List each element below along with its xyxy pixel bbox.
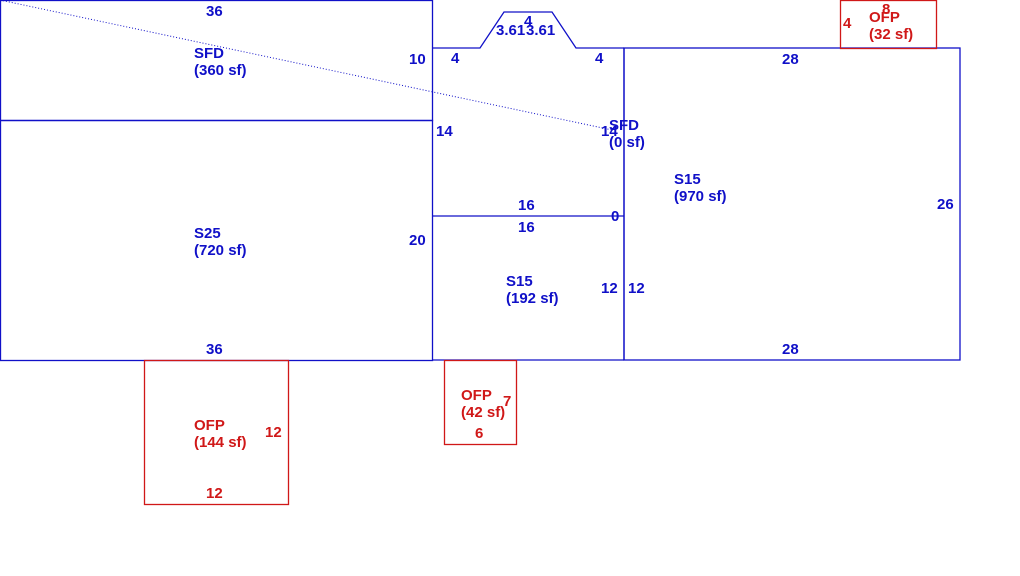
dim-mid-zero: 0 — [611, 208, 619, 225]
s15-right-area-outline — [623, 47, 961, 361]
dim-s25-bottom: 36 — [206, 341, 223, 358]
ofp-bottom-left-area: (144 sf) — [194, 434, 247, 451]
s15-mid-area: (192 sf) — [506, 290, 559, 307]
dim-mid-left-upper: 4 — [451, 50, 460, 67]
dim-bump-top: 4 — [524, 13, 533, 30]
dim-ofp-tr-top: 8 — [882, 1, 890, 18]
sfd-main-area: (360 sf) — [194, 62, 247, 79]
dim-ofp-tr-left: 4 — [843, 15, 852, 32]
dim-ofp-bm-bottom: 6 — [475, 425, 483, 442]
dim-mid-left: 14 — [436, 123, 453, 140]
dim-mid-divider-lower: 16 — [518, 219, 535, 236]
ofp-bottom-mid-code: OFP — [461, 387, 492, 404]
dim-ofp-bm-right: 7 — [503, 393, 511, 410]
s25-area: (720 sf) — [194, 242, 247, 259]
ofp-top-right-outline — [839, 0, 938, 50]
s15-mid-code: S15 — [506, 273, 533, 290]
s15-right-code: S15 — [674, 171, 701, 188]
dim-sfd-right: 10 — [409, 51, 426, 68]
dim-right-lower-left: 12 — [628, 280, 645, 297]
dim-right-bottom: 28 — [782, 341, 799, 358]
dim-right-top: 28 — [782, 51, 799, 68]
ofp-bottom-mid-area: (42 sf) — [461, 404, 505, 421]
ofp-top-right-area: (32 sf) — [869, 26, 913, 43]
ofp-bottom-left-outline — [143, 359, 290, 506]
ofp-bottom-mid-outline — [443, 359, 518, 446]
dotted-guide-line — [0, 0, 613, 131]
ofp-bottom-left-code: OFP — [194, 417, 225, 434]
dim-ofp-bl-right: 12 — [265, 424, 282, 441]
dim-mid-right-upper: 4 — [595, 50, 604, 67]
dim-sfd-top: 36 — [206, 3, 223, 20]
dim-mid-lower-right: 12 — [601, 280, 618, 297]
dim-mid-right: 14 — [601, 123, 618, 140]
s25-code: S25 — [194, 225, 221, 242]
dim-bump-left: 3.61 — [496, 22, 525, 39]
dim-bump-right: 3.61 — [526, 22, 555, 39]
sfd-small-area: (0 sf) — [609, 134, 645, 151]
dim-s25-right: 20 — [409, 232, 426, 249]
sfd-small-code: SFD — [609, 117, 639, 134]
dim-right-side: 26 — [937, 196, 954, 213]
dim-mid-divider-upper: 16 — [518, 197, 535, 214]
s15-right-area: (970 sf) — [674, 188, 727, 205]
sfd-main-code: SFD — [194, 45, 224, 62]
ofp-top-right-code: OFP — [869, 9, 900, 26]
bump-outline — [432, 11, 624, 49]
dim-ofp-bl-bottom: 12 — [206, 485, 223, 502]
